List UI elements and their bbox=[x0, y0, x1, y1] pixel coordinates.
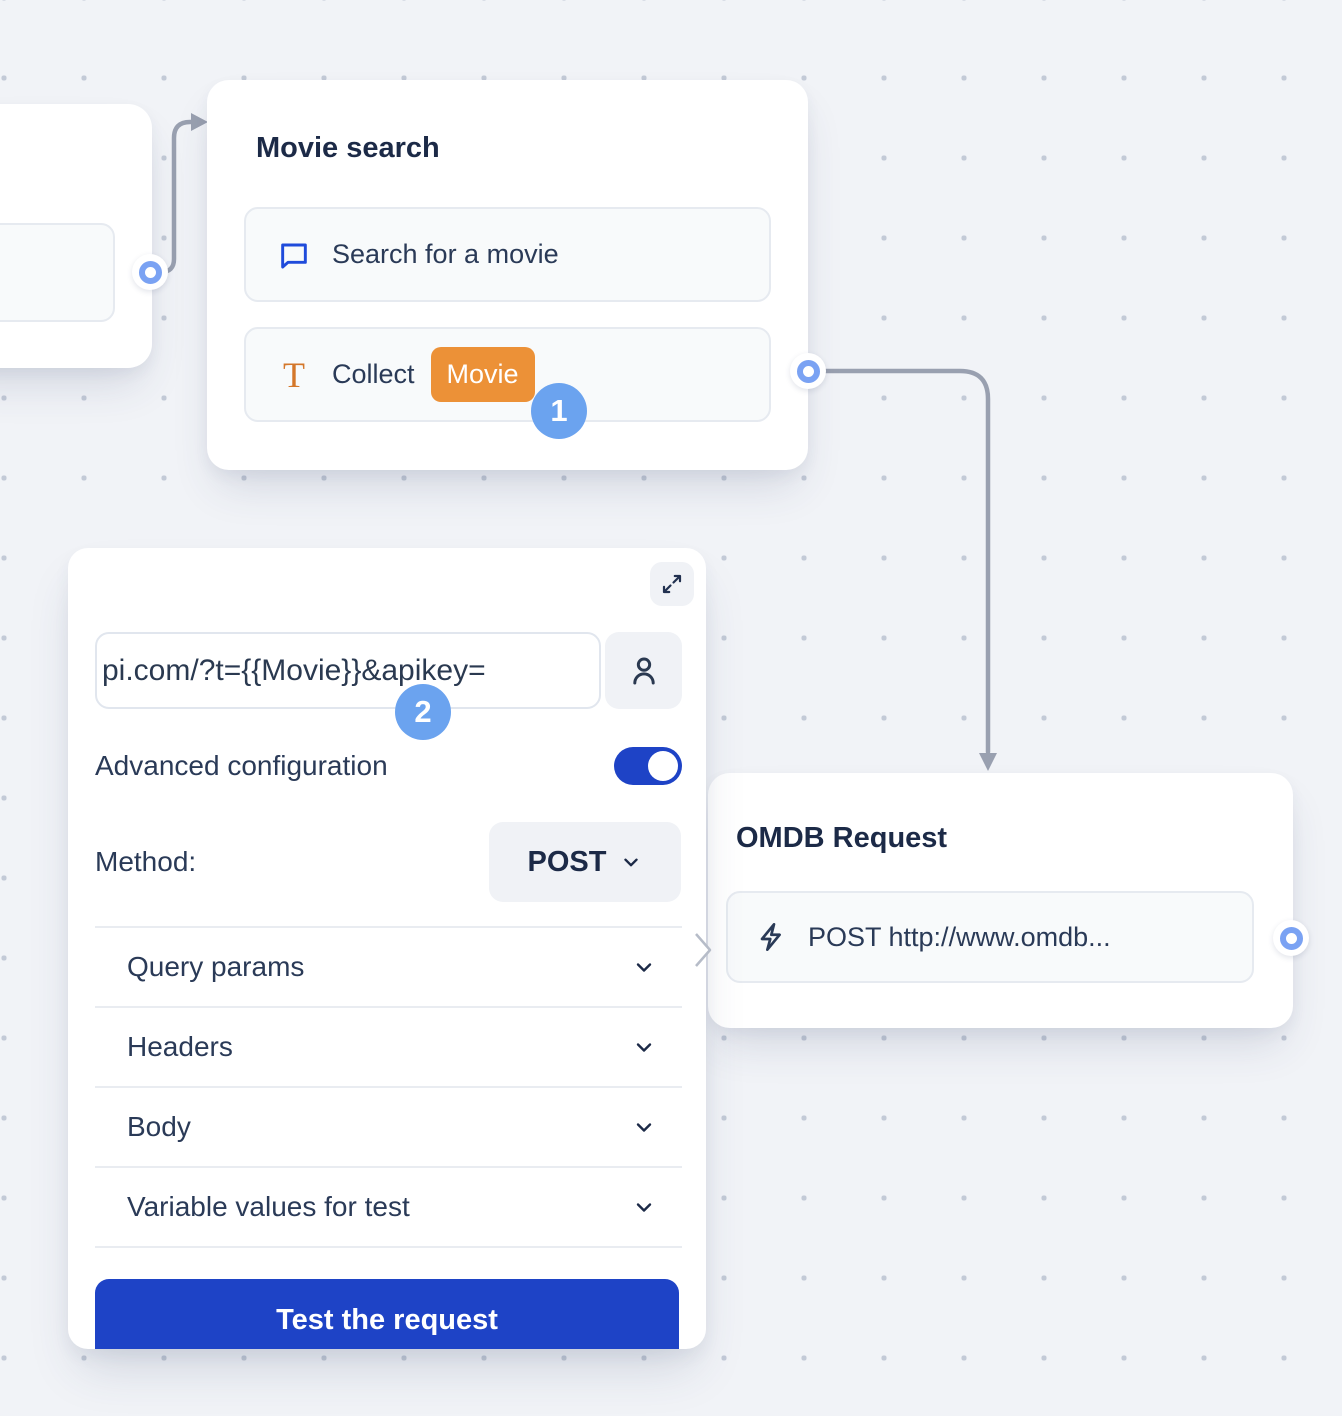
port-ring-icon bbox=[139, 261, 162, 284]
node-title: Movie search bbox=[256, 128, 440, 168]
chevron-down-icon bbox=[632, 1195, 656, 1219]
advanced-configuration-toggle[interactable] bbox=[614, 747, 682, 785]
chevron-down-icon bbox=[632, 1035, 656, 1059]
user-icon bbox=[627, 654, 661, 688]
connector-movie-search-to-omdb bbox=[812, 371, 988, 752]
step-badge-2: 2 bbox=[395, 684, 451, 740]
input-port-omdb-request[interactable] bbox=[694, 931, 716, 969]
node-item-partial[interactable] bbox=[0, 223, 115, 322]
method-value: POST bbox=[528, 846, 607, 879]
node-item-question[interactable]: Search for a movie bbox=[244, 207, 771, 302]
chevron-down-icon bbox=[632, 955, 656, 979]
chevron-down-icon bbox=[632, 1115, 656, 1139]
section-query-params[interactable]: Query params bbox=[95, 928, 682, 1006]
text-variable-icon: T bbox=[278, 359, 310, 391]
advanced-configuration-label: Advanced configuration bbox=[95, 748, 388, 784]
port-ring-icon bbox=[797, 360, 820, 383]
output-port-partial-node[interactable] bbox=[132, 254, 168, 290]
webhook-config-panel[interactable]: 2 Advanced configuration Method: POST Qu… bbox=[68, 548, 706, 1349]
node-item-collect[interactable]: T Collect Movie bbox=[244, 327, 771, 422]
toggle-knob bbox=[648, 751, 678, 781]
node-item-label: POST http://www.omdb... bbox=[808, 922, 1111, 953]
variable-chip[interactable]: Movie bbox=[431, 347, 535, 402]
port-ring-icon bbox=[1280, 927, 1303, 950]
section-label: Headers bbox=[127, 1031, 233, 1063]
section-label: Variable values for test bbox=[127, 1191, 410, 1223]
connector-arrowhead-down bbox=[979, 753, 997, 771]
node-title: OMDB Request bbox=[736, 818, 947, 858]
expand-icon bbox=[660, 572, 684, 596]
section-label: Body bbox=[127, 1111, 191, 1143]
step-badge-1: 1 bbox=[531, 383, 587, 439]
node-item-webhook[interactable]: POST http://www.omdb... bbox=[726, 891, 1254, 983]
divider bbox=[95, 1246, 682, 1248]
insert-variable-button[interactable] bbox=[605, 632, 682, 709]
chat-bubble-icon bbox=[278, 239, 310, 271]
node-item-label: Search for a movie bbox=[332, 239, 559, 270]
method-label: Method: bbox=[95, 844, 196, 880]
section-body[interactable]: Body bbox=[95, 1088, 682, 1166]
node-card-omdb-request[interactable]: OMDB Request POST http://www.omdb... bbox=[708, 773, 1293, 1028]
connector-left-to-movie-search bbox=[152, 122, 193, 272]
output-port-movie-search[interactable] bbox=[790, 353, 826, 389]
section-label: Query params bbox=[127, 951, 304, 983]
request-url-input[interactable] bbox=[95, 632, 601, 709]
section-variable-values[interactable]: Variable values for test bbox=[95, 1168, 682, 1246]
output-port-omdb-request[interactable] bbox=[1273, 920, 1309, 956]
test-request-button[interactable]: Test the request bbox=[95, 1279, 679, 1349]
method-select[interactable]: POST bbox=[489, 822, 681, 902]
node-card-movie-search[interactable]: Movie search Search for a movie T Collec… bbox=[207, 80, 808, 470]
lightning-icon bbox=[756, 921, 788, 953]
node-item-label: Collect bbox=[332, 359, 415, 390]
connector-arrowhead-right bbox=[191, 113, 208, 131]
chevron-down-icon bbox=[620, 851, 642, 873]
expand-button[interactable] bbox=[650, 562, 694, 606]
test-request-button-label: Test the request bbox=[276, 1304, 498, 1337]
section-headers[interactable]: Headers bbox=[95, 1008, 682, 1086]
